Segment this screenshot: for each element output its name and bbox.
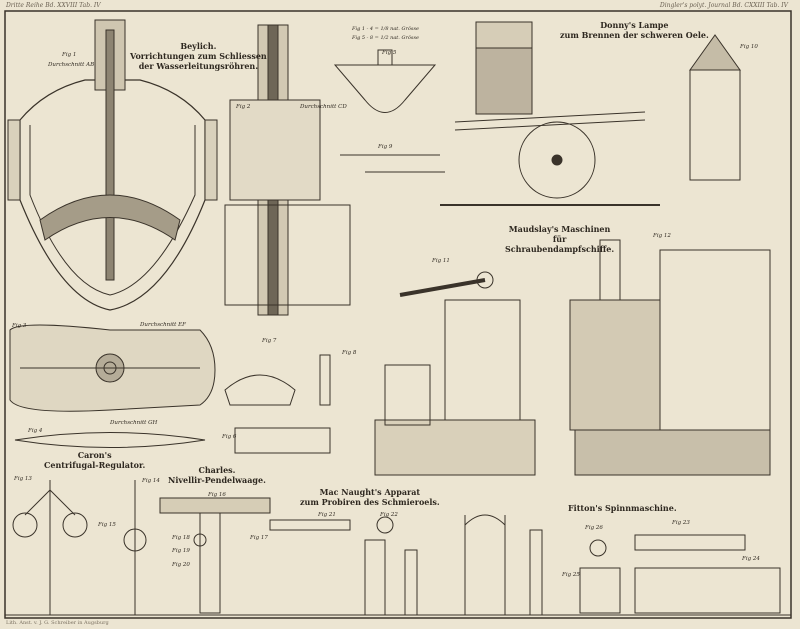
donny-title: Donny's Lampe zum Brennen der schweren O…	[560, 20, 709, 40]
header-right: Dingler's polyt. Journal Bd. CXXIII Tab.…	[659, 2, 788, 9]
figure-label: Fig 4	[28, 428, 43, 434]
figure-label: Fig 11	[432, 258, 450, 264]
fig5-drawing	[333, 64, 437, 113]
plate-border	[4, 10, 792, 619]
figure-label: Fig 9	[378, 144, 393, 150]
section-label: Durchschnitt AB	[48, 62, 95, 68]
title-line: Beylich.	[180, 41, 217, 51]
title-line: Caron's	[77, 450, 112, 460]
charles-title: Charles. Nivellir-Pendelwaage.	[168, 465, 266, 485]
scale-note: Fig 5 - 8 = 1/2 nat. Grösse	[352, 35, 419, 41]
maudslay-title: Maudslay's Maschinen für Schraubendampfs…	[505, 224, 614, 254]
title-line: Schraubendampfschiffe.	[505, 244, 615, 254]
title-line: Nivellir-Pendelwaage.	[168, 475, 266, 485]
title-line: Mac Naught's Apparat	[319, 487, 421, 497]
fig1-valve-drawing	[7, 19, 218, 311]
figure-label: Fig 16	[208, 492, 226, 498]
fig4-drawing	[14, 432, 206, 448]
fitton-spinning-drawing	[579, 534, 781, 614]
caron-title: Caron's Centrifugal-Regulator.	[44, 450, 145, 470]
fig6-drawing	[234, 427, 331, 454]
figure-label: Fig 2	[236, 104, 251, 110]
maudslay-engine-drawing	[374, 239, 771, 476]
title-line: für	[552, 234, 567, 244]
figure-label: Fig 14	[142, 478, 160, 484]
fig3-flange-drawing	[9, 324, 216, 412]
donny-lamp-drawing	[440, 21, 741, 206]
charles-balance-drawing	[159, 497, 271, 614]
title-line: Vorrichtungen zum Schliessen	[130, 51, 267, 61]
title-line: Charles.	[198, 465, 236, 475]
fig8-drawing	[319, 354, 331, 406]
scale-note: Fig 1 - 4 = 1/8 nat. Grösse	[352, 26, 419, 32]
figure-label: Fig 12	[653, 233, 671, 239]
figure-label: Fig 26	[585, 525, 603, 531]
figure-label: Fig 10	[740, 44, 758, 50]
figure-label: Fig 15	[98, 522, 116, 528]
title-line: Donny's Lampe	[600, 20, 669, 30]
figure-label: Fig 19	[172, 548, 190, 554]
figure-label: Fig 13	[14, 476, 32, 482]
header-left: Dritte Reihe Bd. XXVIII Tab. IV	[6, 2, 101, 9]
figure-label: Fig 5	[382, 50, 397, 56]
section-label: Durchschnitt GH	[110, 420, 158, 426]
fig7-drawing	[224, 374, 296, 406]
figure-label: Fig 20	[172, 562, 190, 568]
figure-label: Fig 22	[380, 512, 398, 518]
figure-label: Fig 23	[672, 520, 690, 526]
title-line: zum Probiren des Schmieroels.	[300, 497, 440, 507]
macnaught-title: Mac Naught's Apparat zum Probiren des Sc…	[300, 487, 440, 507]
figure-label: Fig 17	[250, 535, 268, 541]
figure-label: Fig 8	[342, 350, 357, 356]
caron-regulator-drawing	[12, 480, 147, 615]
figure-label: Fig 18	[172, 535, 190, 541]
section-label: Durchschnitt CD	[300, 104, 347, 110]
figure-label: Fig 25	[562, 572, 580, 578]
title-line: der Wasserleitungsröhren.	[138, 61, 259, 71]
figure-label: Fig 21	[318, 512, 336, 518]
fig5-cap	[377, 49, 393, 66]
title-line: Maudslay's Maschinen	[508, 224, 611, 234]
title-line: Centrifugal-Regulator.	[44, 460, 146, 470]
section-label: Durchschnitt EF	[140, 322, 186, 328]
macnaught-apparatus-drawing	[269, 514, 543, 616]
figure-label: Fig 6	[222, 434, 237, 440]
beylich-title: Beylich. Vorrichtungen zum Schliessen de…	[130, 41, 267, 71]
figure-label: Fig 1	[62, 52, 77, 58]
fitton-title: Fitton's Spinnmaschine.	[568, 503, 677, 513]
title-line: zum Brennen der schweren Oele.	[560, 30, 709, 40]
fig2-section-drawing	[224, 24, 351, 316]
figure-label: Fig 3	[12, 323, 27, 329]
lithographer-credit: Lith. Anst. v. J. G. Schreiber in Augsbu…	[6, 620, 109, 626]
figure-label: Fig 7	[262, 338, 277, 344]
figure-label: Fig 24	[742, 556, 760, 562]
